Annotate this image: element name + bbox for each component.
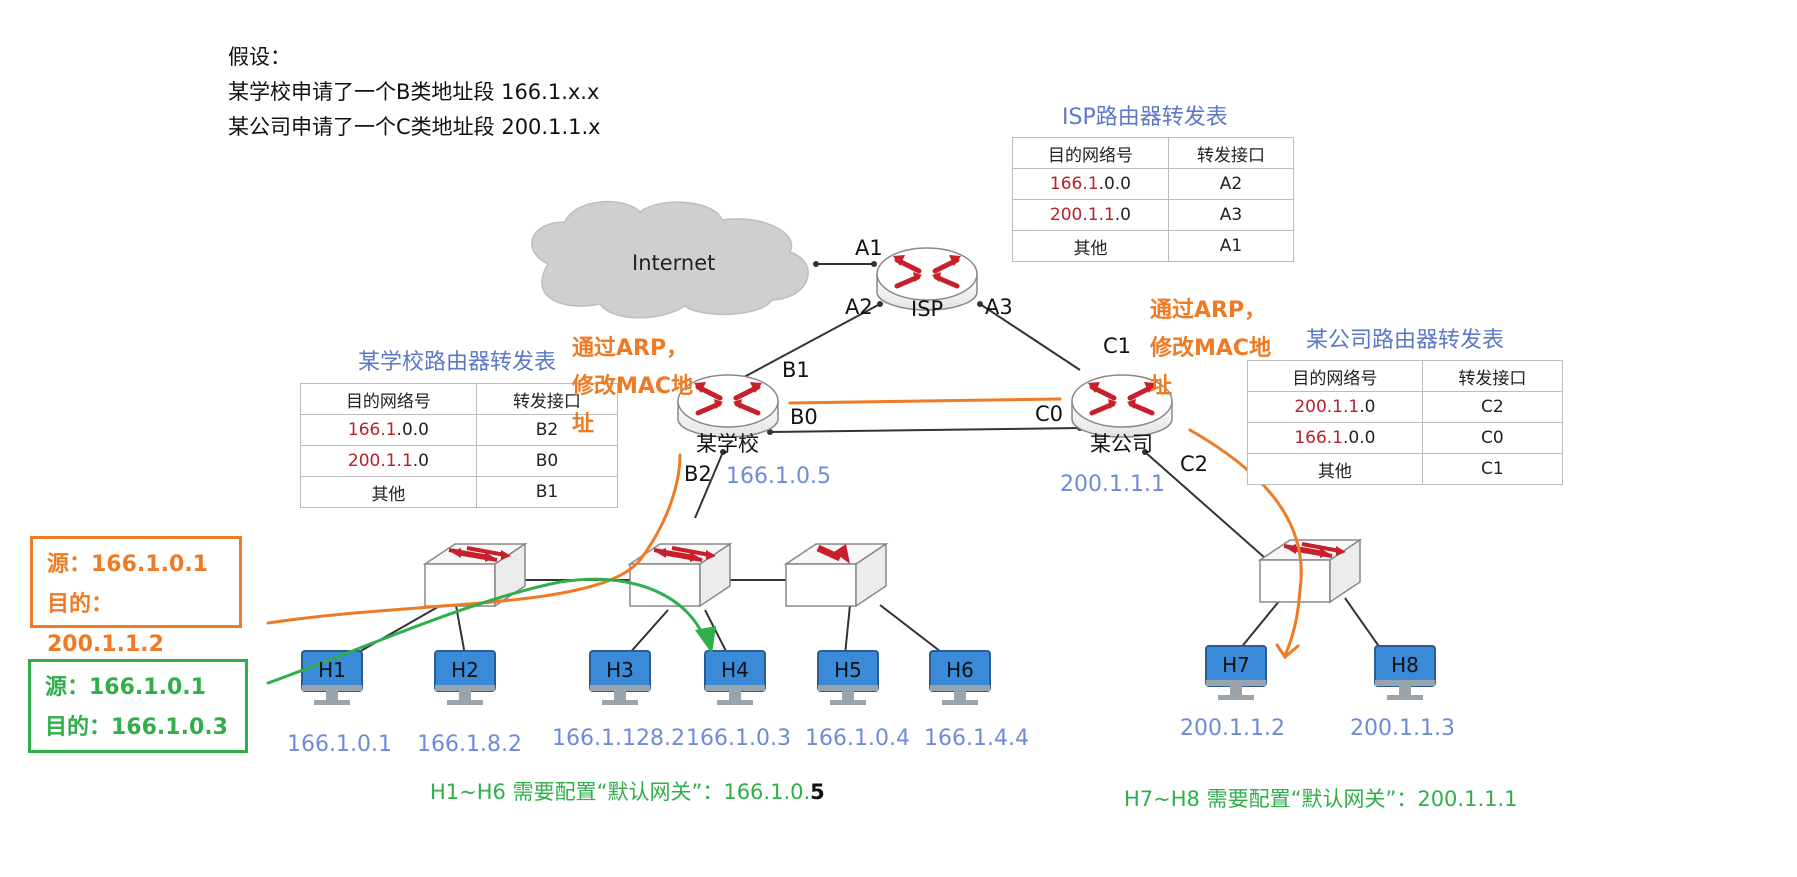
assumption-heading: 假设： [228,45,291,69]
host-h4-ip: 166.1.0.3 [686,726,791,751]
link-company-switch [1144,451,1266,559]
link-hub-h6 [879,604,946,656]
orange-packet-src: 源：166.1.0.1 [47,552,208,577]
isp-table-header-net: 目的网络号 [1012,137,1169,169]
table-row: 200.1.1.0 C2 [1247,391,1564,423]
host-h1-label: H1 [318,658,346,682]
table-row: 166.1.0.0 A2 [1012,168,1295,200]
company-forwarding-table: 目的网络号 转发接口 200.1.1.0 C2 166.1.0.0 C0 其他 … [1247,360,1564,485]
iface-a1: A1 [855,236,883,260]
links [344,263,1386,661]
school-arp-note: 通过ARP， 修改MAC地 址 [572,336,694,437]
school-gateway-note: H1~H6 需要配置“默认网关”：166.1.0.5 [430,780,825,804]
table-row: 200.1.1.0 A3 [1012,199,1295,231]
iface-a3: A3 [985,295,1013,319]
link-sw1-h2 [454,599,466,656]
company-router-label: 某公司 [1090,432,1153,456]
hub-right [783,542,889,608]
table-row: 其他 C1 [1247,453,1564,485]
link-sw2-h4 [704,609,729,656]
table-row: 其他 A1 [1012,230,1295,262]
link-isp-company [979,303,1081,371]
orange-packet-box: 源：166.1.0.1 目的：200.1.1.2 [30,536,242,657]
host-h3-label: H3 [606,658,634,682]
host-h5-label: H5 [834,658,862,682]
host-h5-ip: 166.1.0.4 [805,726,910,751]
iface-b2: B2 [684,462,712,486]
green-packet-dst: 目的：166.1.0.3 [45,715,228,740]
host-h2-ip: 166.1.8.2 [417,732,522,757]
link-hub-h5 [844,604,851,656]
internet-cloud [531,200,809,319]
assumption-line-2: 某公司申请了一个C类地址段 200.1.1.x [228,115,601,139]
isp-router-label: ISP [911,297,944,321]
table-row: 166.1.0.0 B2 [300,414,619,446]
school-table-header-iface: 转发接口 [475,383,619,415]
internet-label: Internet [632,251,716,275]
host-h7-label: H7 [1222,653,1250,677]
host-h6-ip: 166.1.4.4 [924,726,1029,751]
company-arp-note: 通过ARP， 修改MAC地 址 [1150,298,1272,399]
school-table-header-net: 目的网络号 [300,383,477,415]
green-packet-box: 源：166.1.0.1 目的：166.1.0.3 [28,659,248,753]
school-router-label: 某学校 [696,432,759,456]
company-router-ip: 200.1.1.1 [1060,472,1165,497]
switch-company [1258,538,1362,604]
link-sw2-h3 [627,609,669,656]
school-table-title: 某学校路由器转发表 [358,350,557,375]
host-h7-ip: 200.1.1.2 [1180,716,1285,741]
iface-c2: C2 [1180,452,1209,476]
host-h2-label: H2 [451,658,479,682]
link-school-switch [694,451,724,519]
link-sw1-h1 [344,599,451,661]
iface-c0: C0 [1035,402,1064,426]
switch-left [423,542,527,608]
assumption-text: 假设： 某学校申请了一个B类地址段 166.1.x.x 某公司申请了一个C类地址… [228,40,601,145]
link-school-company [769,427,1081,433]
company-table-header-net: 目的网络号 [1247,360,1423,392]
green-packet-src: 源：166.1.0.1 [45,675,206,700]
host-h4-label: H4 [721,658,749,682]
school-router-ip: 166.1.0.5 [726,464,831,489]
table-row: 166.1.0.0 C0 [1247,422,1564,454]
table-row: 其他 B1 [300,476,619,508]
assumption-line-1: 某学校申请了一个B类地址段 166.1.x.x [228,80,600,104]
isp-forwarding-table: 目的网络号 转发接口 166.1.0.0 A2 200.1.1.0 A3 其他 … [1012,137,1295,262]
iface-c1: C1 [1103,334,1132,358]
host-h3-ip: 166.1.128.2 [552,726,685,751]
orange-packet-path [266,397,1303,660]
host-h8-label: H8 [1391,653,1419,677]
isp-table-title: ISP路由器转发表 [1062,105,1228,130]
host-h1-ip: 166.1.0.1 [287,732,392,757]
iface-b1: B1 [782,358,810,382]
isp-table-header-iface: 转发接口 [1167,137,1295,169]
company-gateway-note: H7~H8 需要配置“默认网关”：200.1.1.1 [1124,787,1518,811]
link-isp-school [719,303,881,391]
green-packet-path [266,577,716,685]
host-h6-label: H6 [946,658,974,682]
school-forwarding-table: 目的网络号 转发接口 166.1.0.0 B2 200.1.1.0 B0 其他 … [300,383,619,508]
iface-b0: B0 [790,405,818,429]
company-table-title: 某公司路由器转发表 [1306,328,1505,353]
host-h8-ip: 200.1.1.3 [1350,716,1455,741]
orange-packet-dst: 目的：200.1.1.2 [47,592,164,657]
company-table-header-iface: 转发接口 [1421,360,1564,392]
table-row: 200.1.1.0 B0 [300,445,619,477]
iface-a2: A2 [845,295,873,319]
